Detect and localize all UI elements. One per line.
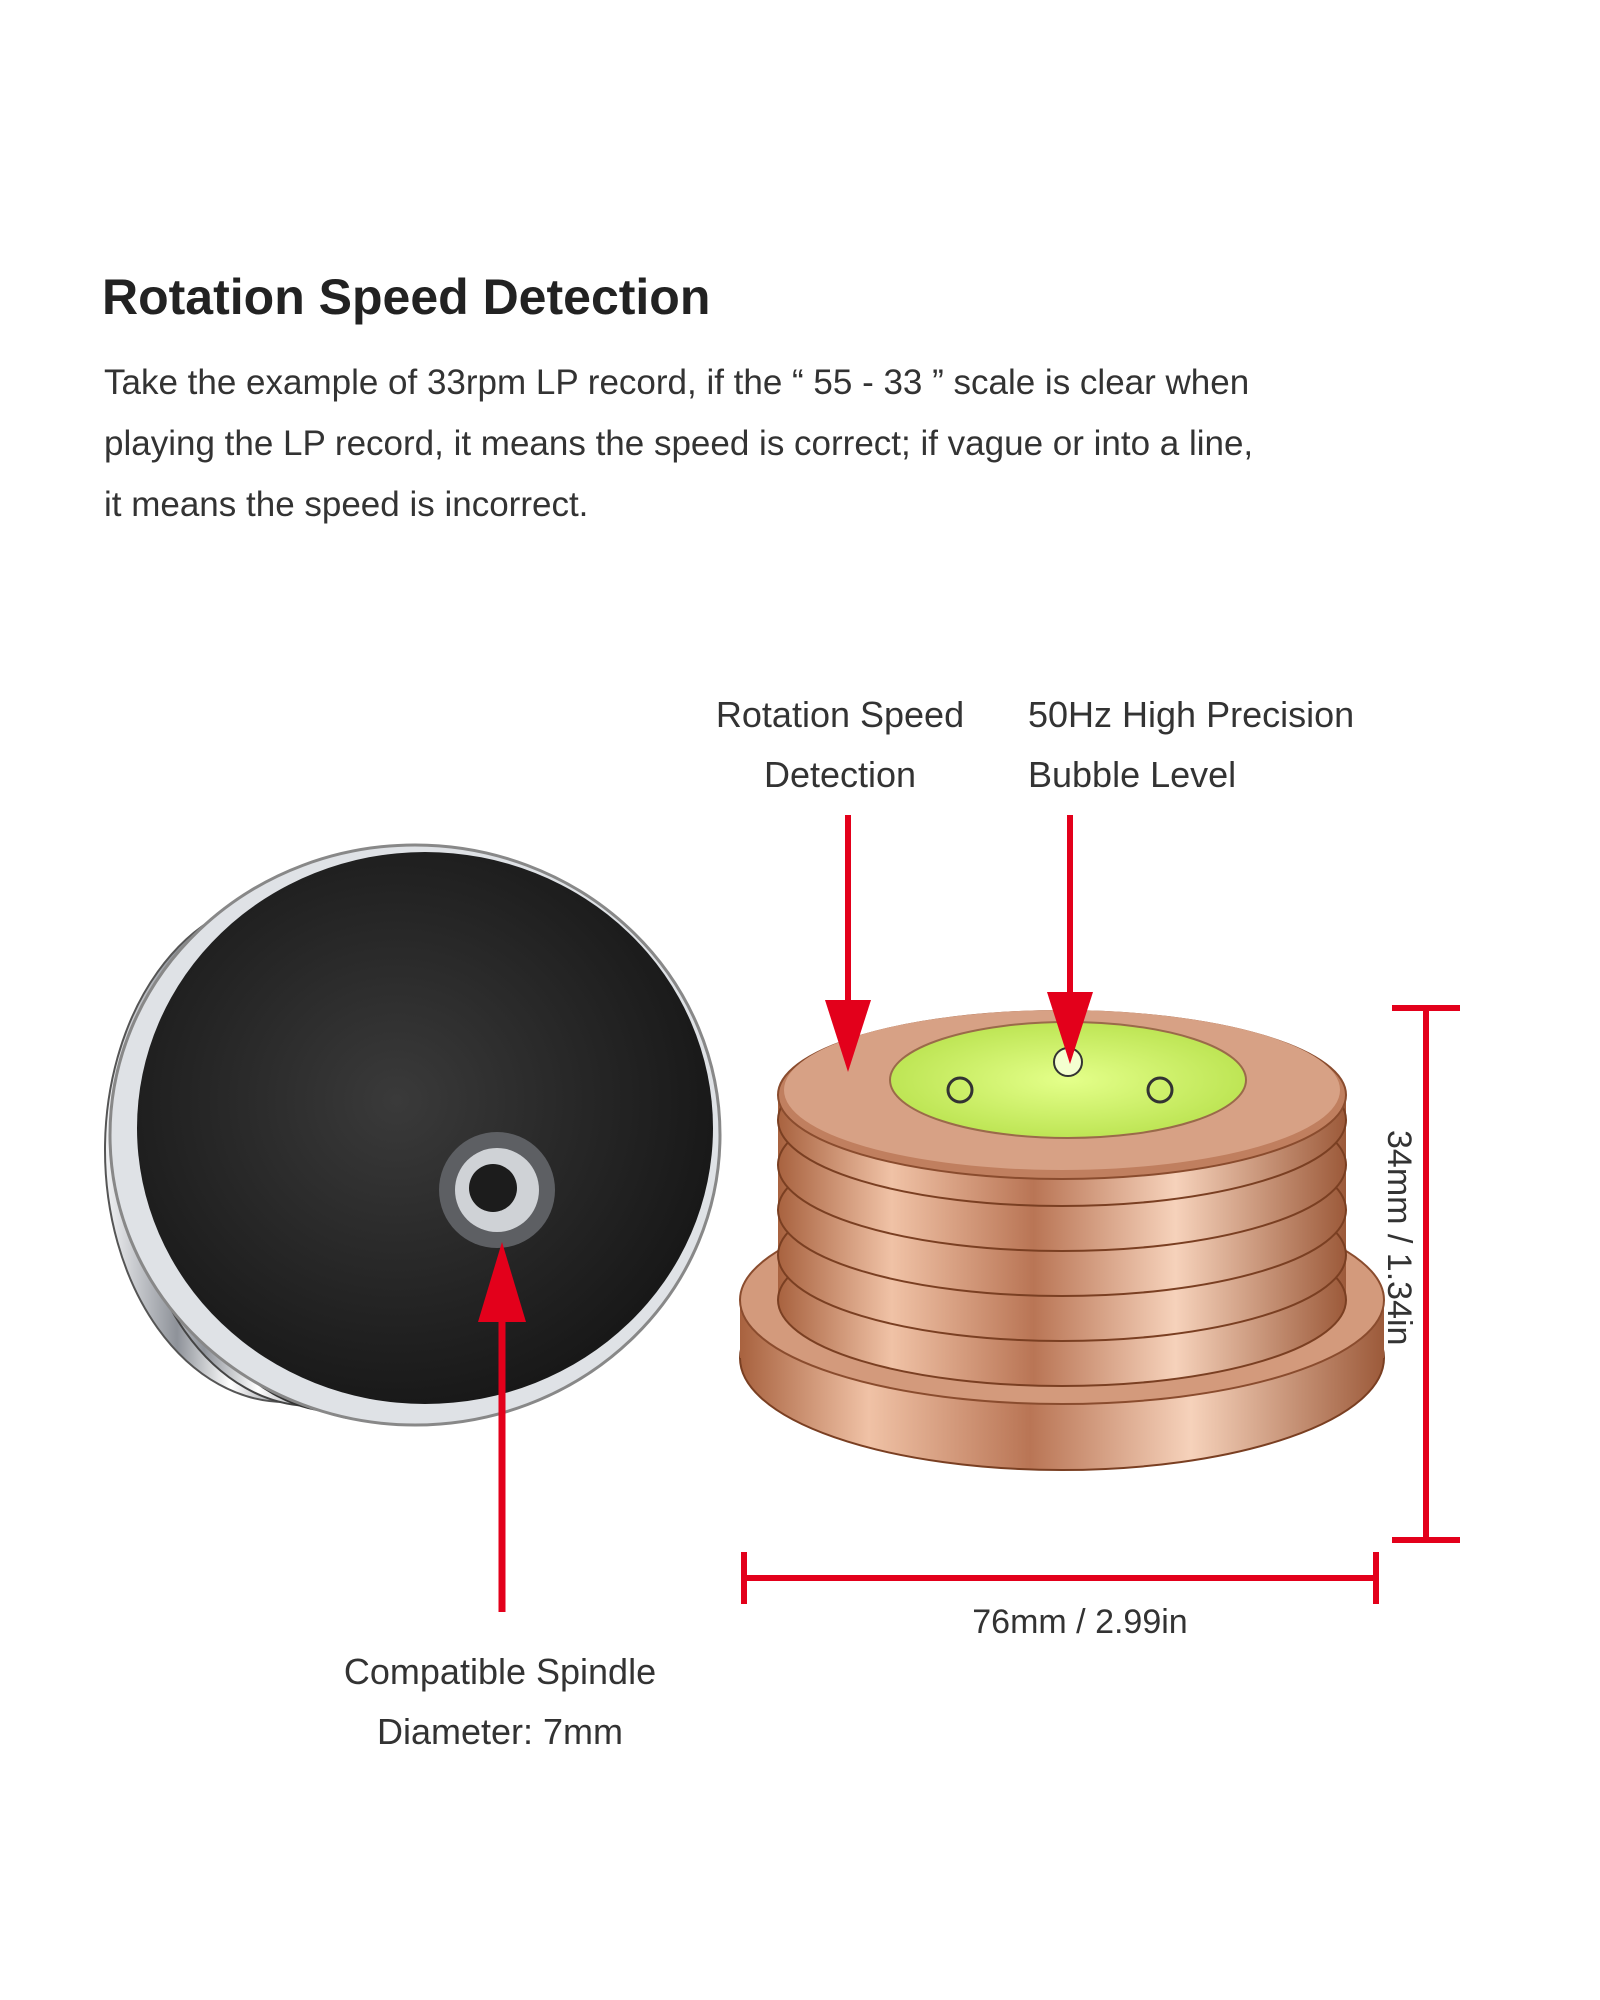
- silver-clamp-image: [104, 843, 722, 1427]
- callout-line: Detection: [763, 754, 917, 795]
- page-title: Rotation Speed Detection: [102, 269, 711, 325]
- width-dimension-label: 76mm / 2.99in: [972, 1603, 1188, 1641]
- callout-arrows: [478, 815, 1093, 1612]
- dimension-lines: [741, 1005, 1460, 1604]
- callout-line: Compatible Spindle: [343, 1651, 657, 1692]
- callout-line: 50Hz High Precision: [1028, 694, 1355, 735]
- width-dimension-line: [741, 1552, 1379, 1604]
- callout-line: Diameter: 7mm: [376, 1711, 624, 1752]
- description: Take the example of 33rpm LP record, if …: [104, 352, 1504, 535]
- description-line: Take the example of 33rpm LP record, if …: [104, 363, 1250, 402]
- description-line: playing the LP record, it means the spee…: [104, 424, 1254, 463]
- rose-gold-clamp-image: [739, 1010, 1385, 1471]
- arrow-spindle: [478, 1242, 526, 1612]
- height-dimension-label: 34mm / 1.34in: [1380, 1130, 1418, 1346]
- callout-bubble-level: 50Hz High Precision Bubble Level: [1028, 685, 1388, 805]
- callout-line: Rotation Speed: [715, 694, 965, 735]
- arrow-speed-detection: [825, 815, 871, 1072]
- callout-line: Bubble Level: [1028, 754, 1237, 795]
- height-dimension-line: [1392, 1005, 1460, 1543]
- callout-spindle: Compatible Spindle Diameter: 7mm: [320, 1642, 680, 1762]
- callout-speed-detection: Rotation Speed Detection: [690, 685, 990, 805]
- description-line: it means the speed is incorrect.: [104, 485, 589, 524]
- arrow-bubble-level: [1047, 815, 1093, 1064]
